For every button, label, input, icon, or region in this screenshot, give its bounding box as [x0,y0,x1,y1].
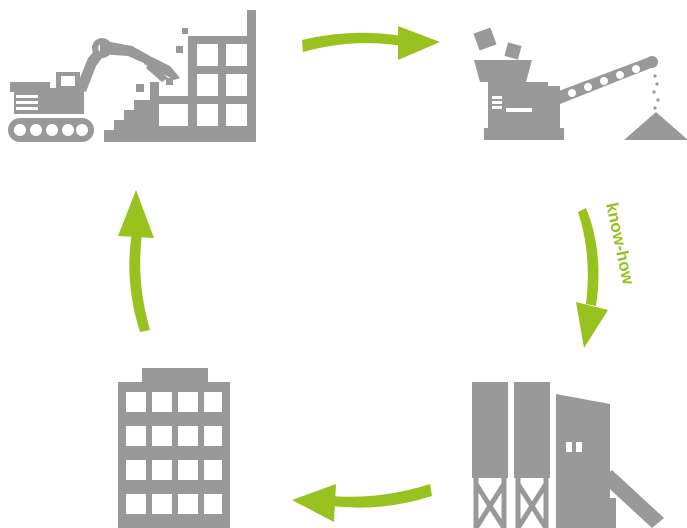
excavator-icon [8,38,180,142]
building-windows [126,392,222,514]
crusher-conveyor-icon [473,27,687,140]
office-building-icon [118,368,230,528]
arrow-building-to-demolition [118,190,154,332]
arrow-crushing-to-concrete-plant [576,208,608,348]
arrow-concrete-plant-to-building [292,484,432,522]
arrow-demolition-to-crushing [302,26,440,60]
excavator-demolition-icon [8,10,256,142]
arrow-label-know-how: know-how [602,201,638,287]
concrete-plant-silo-icon [472,382,664,528]
demolished-building-icon [104,10,256,142]
